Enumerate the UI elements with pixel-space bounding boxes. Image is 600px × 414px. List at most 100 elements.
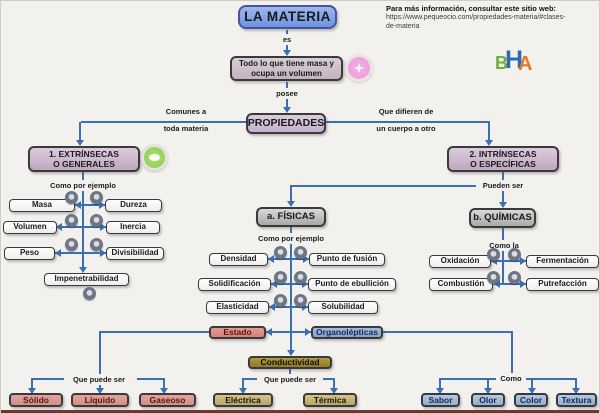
audio-marker-icon[interactable] [90,191,103,204]
audio-marker-icon[interactable] [294,271,307,284]
connector-line [383,331,513,333]
plus-icon: + [348,57,370,79]
connector-line [269,306,308,308]
arrowhead [100,249,106,257]
node-organolepticas: Organolépticas [311,326,383,339]
arrowhead [303,255,309,263]
arrowhead [283,50,291,56]
connector-line [323,378,334,380]
arrowhead [239,388,247,394]
node-masa: Masa [9,199,75,212]
connector-line [163,378,165,389]
node-olor: Olor [471,393,505,407]
connector-line [82,172,84,182]
node-sabor: Sabor [421,393,460,407]
edge-label-como-right: Como [496,373,526,384]
arrowhead [96,388,104,394]
node-estado: Estado [209,326,266,339]
arrowhead [28,388,36,394]
arrowhead [520,257,526,265]
arrowhead [528,388,536,394]
info-note-heading: Para más información, consultar este sit… [386,4,557,13]
node-oxidacion: Oxidación [429,255,491,268]
connector-line [243,378,259,380]
connector-line [99,331,101,375]
node-punto-de-ebullicion: Punto de ebullición [308,278,396,291]
audio-marker-icon[interactable] [294,246,307,259]
connector-line [271,283,308,285]
audio-marker-icon[interactable] [65,214,78,227]
connector-line [56,226,106,228]
node-peso: Peso [4,247,55,260]
logo-letter-h: H [505,46,524,74]
audio-marker-icon[interactable] [90,214,103,227]
connector-line [440,378,496,380]
connector-line [291,185,478,187]
audio-marker-icon[interactable] [65,238,78,251]
node-impenetrabilidad: Impenetrabilidad [44,273,129,286]
arrowhead [100,223,106,231]
node-electrica: Eléctrica [213,393,273,407]
edge-label-como-por-ejemplo-left: Como por ejemplo [43,180,123,191]
node-termica: Térmica [303,393,357,407]
connector-line [32,378,64,380]
arrowhead [436,388,444,394]
arrowhead [160,388,168,394]
node-extrinsecas: 1. EXTRÍNSECAS O GENERALES [28,146,140,172]
arrowhead [56,223,62,231]
bottom-border-strip [1,410,599,413]
connector-line [242,378,244,389]
node-propiedades: PROPIEDADES [246,113,326,134]
arrowhead [572,388,580,394]
arrowhead [266,328,272,336]
audio-marker-icon[interactable] [83,287,96,300]
node-quimicas: b. QUÍMICAS [469,208,536,228]
edge-label-que-puede-ser-left: Que puede ser [64,374,134,385]
audio-marker-icon[interactable] [508,248,521,261]
audio-marker-icon[interactable] [508,271,521,284]
connector-line [55,252,106,254]
connector-line [511,331,513,374]
connector-line [487,378,489,389]
plus-marker-icon[interactable]: + [345,54,373,82]
audio-marker-icon[interactable] [274,271,287,284]
connector-line [502,228,504,240]
audio-marker-icon[interactable] [65,191,78,204]
logo-letter-b: B [495,53,508,73]
bha-logo: B H A [495,47,537,79]
connector-line [79,122,81,141]
edge-label-que-puede-ser-center: Que puede ser [257,374,323,385]
node-textura: Textura [556,393,597,407]
connector-line [494,283,526,285]
connector-line [525,378,577,380]
audio-marker-icon[interactable] [274,246,287,259]
connector-line [531,378,533,389]
info-note-url-line1: https://www.pequeocio.com/propiedades-ma… [386,14,566,21]
audio-marker-icon[interactable] [274,294,287,307]
edge-label-como-por-ejemplo-center: Como por ejemplo [251,233,331,244]
arrowhead [287,201,295,207]
audio-marker-icon[interactable] [294,294,307,307]
arrowhead [494,280,500,288]
eye-marker-icon[interactable] [141,144,168,171]
node-combustion: Combustión [429,278,493,291]
edge-label-posee: posee [265,88,309,99]
edge-label-difieren: Que difieren de un cuerpo a otro [376,107,436,133]
audio-marker-icon[interactable] [487,271,500,284]
arrowhead [491,257,497,265]
node-solubilidad: Solubilidad [308,301,378,314]
eye-icon [144,147,165,168]
arrowhead [99,201,105,209]
node-elasticidad: Elasticidad [206,301,269,314]
connector-line [325,121,490,123]
arrowhead [283,107,291,113]
audio-marker-icon[interactable] [487,248,500,261]
connector-line [99,382,101,389]
edge-label-comunes: Comunes a toda materia [163,107,209,133]
arrowhead [520,280,526,288]
logo-letter-a: A [518,53,533,75]
connector-line [268,258,309,260]
audio-marker-icon[interactable] [90,238,103,251]
node-fisicas: a. FÍSICAS [256,207,326,227]
connector-line [333,378,335,389]
